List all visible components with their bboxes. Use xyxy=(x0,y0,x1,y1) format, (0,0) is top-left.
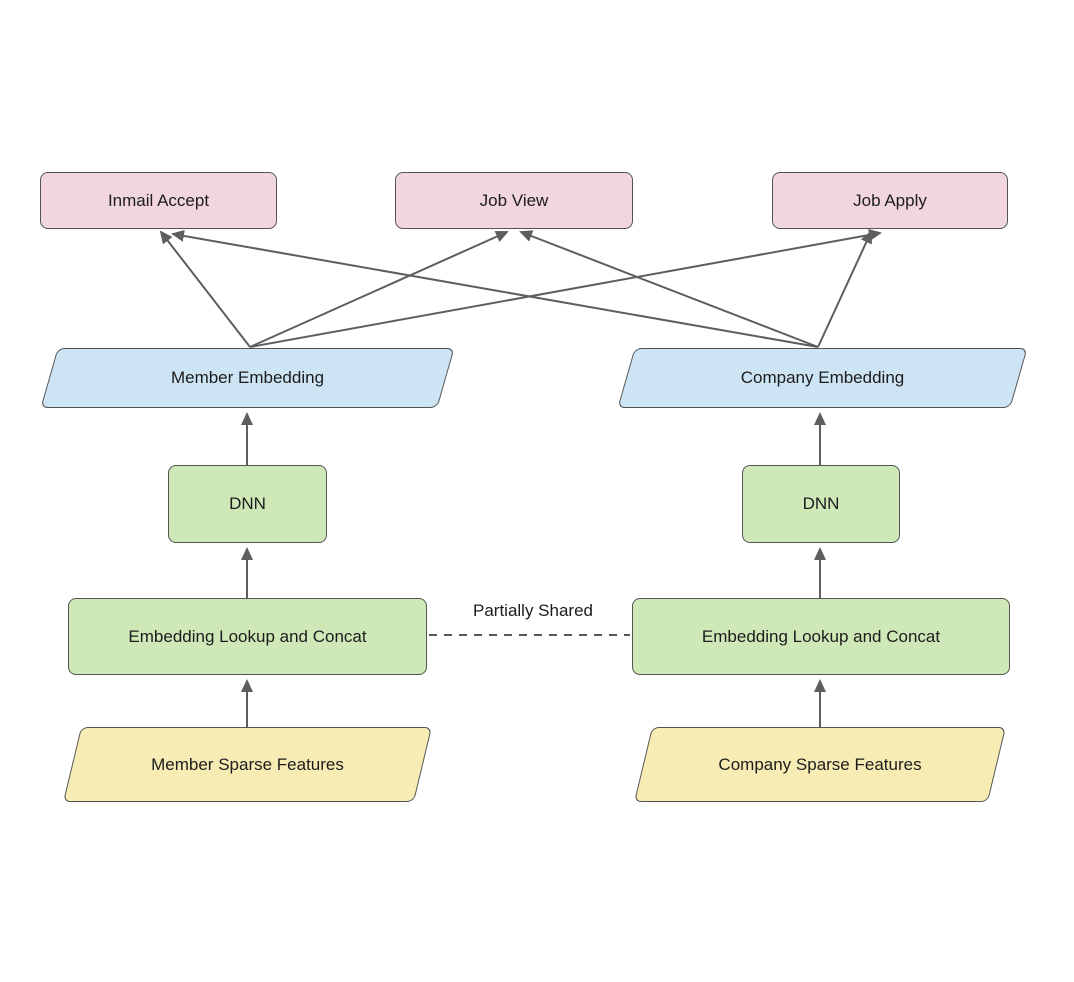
arrow-member-embedding-to-inmail-accept xyxy=(159,230,251,348)
node-company-embedding: Company Embedding xyxy=(617,348,1028,408)
node-company-lookup: Embedding Lookup and Concat xyxy=(632,598,1010,675)
node-inmail-accept-label: Inmail Accept xyxy=(107,190,210,210)
node-company-dnn-label: DNN xyxy=(802,494,840,513)
node-job-view: Job View xyxy=(395,172,633,229)
node-company-lookup-label: Embedding Lookup and Concat xyxy=(701,626,941,646)
arrow-member-embedding-to-job-apply xyxy=(249,229,882,348)
node-member-lookup: Embedding Lookup and Concat xyxy=(68,598,427,675)
node-job-apply: Job Apply xyxy=(772,172,1008,229)
node-member-embedding: Member Embedding xyxy=(40,348,455,408)
node-company-embedding-label: Company Embedding xyxy=(740,368,905,387)
node-member-dnn: DNN xyxy=(168,465,327,543)
node-member-sparse-features-label: Member Sparse Features xyxy=(151,754,344,774)
node-member-dnn-label: DNN xyxy=(229,494,266,513)
node-company-dnn: DNN xyxy=(742,465,900,543)
node-job-view-label: Job View xyxy=(479,190,549,210)
partially-shared-label: Partially Shared xyxy=(472,601,593,620)
node-company-sparse-features-label: Company Sparse Features xyxy=(718,754,922,774)
arrow-company-embedding-to-inmail-accept xyxy=(171,229,819,348)
node-job-apply-label: Job Apply xyxy=(853,190,927,210)
node-member-lookup-label: Embedding Lookup and Concat xyxy=(128,626,367,646)
node-member-embedding-label: Member Embedding xyxy=(170,368,325,387)
arrow-member-embedding-to-job-view xyxy=(249,231,509,348)
arrow-company-embedding-to-job-view xyxy=(519,230,819,348)
node-inmail-accept: Inmail Accept xyxy=(40,172,277,229)
arrow-company-embedding-to-job-apply xyxy=(817,230,872,348)
node-company-sparse-features: Company Sparse Features xyxy=(633,727,1007,802)
node-member-sparse-features: Member Sparse Features xyxy=(62,727,433,802)
